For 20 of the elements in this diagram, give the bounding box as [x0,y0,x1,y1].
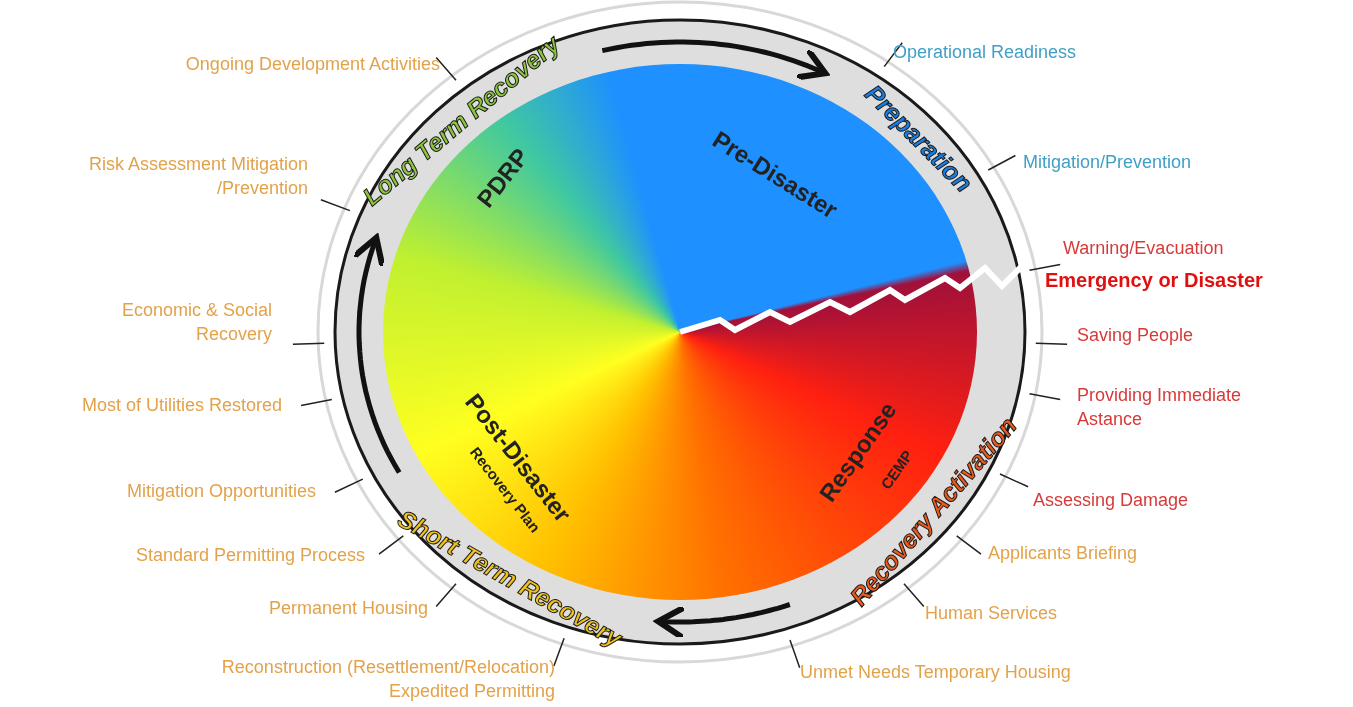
activity-label: Ongoing Development Activities [184,53,440,76]
cycle-arrow [601,39,829,81]
event-label: Emergency or Disaster [1045,268,1264,292]
activity-label: Warning/Evacuation [1063,237,1225,260]
activity-label: Risk Assessment Mitigation /Prevention [88,153,308,200]
activity-label: Permanent Housing [267,597,428,620]
activity-label: Standard Permitting Process [134,544,365,567]
cycle-arrow [351,234,402,474]
activity-label: Saving People [1077,324,1195,347]
activity-label: Unmet Needs Temporary Housing [800,661,1072,684]
activity-label: Operational Readiness [893,41,1078,64]
activity-label: Assessing Damage [1033,489,1190,512]
activity-label: Applicants Briefing [988,542,1139,565]
activity-label: Reconstruction (Resettlement/Relocation) Expedited Permitting [220,656,555,703]
activity-label: Mitigation/Prevention [1023,151,1193,174]
activity-label: Mitigation Opportunities [125,480,316,503]
activity-label: Providing Immediate Astance [1077,384,1243,431]
activity-label: Human Services [925,603,1059,625]
activity-label: Economic & Social Recovery [120,299,272,346]
activity-label: Most of Utilities Restored [80,394,282,417]
